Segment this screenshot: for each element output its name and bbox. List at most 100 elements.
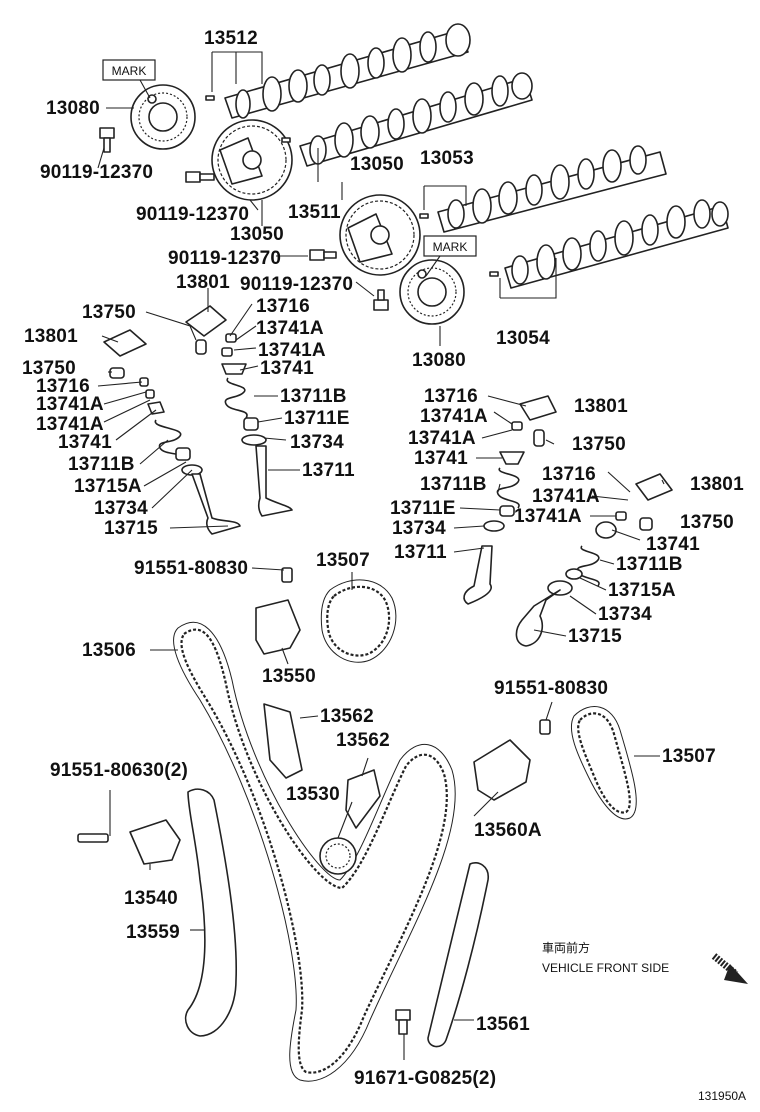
chain-guide-13561[interactable] [427, 862, 489, 1048]
part-label-90119-12370: 90119-12370 [136, 204, 249, 225]
pins [205, 95, 499, 277]
part-labels: 13512 13080 90119-12370 90119-12370 1305… [22, 28, 744, 1089]
mark-tag-bottom: MARK [423, 235, 477, 277]
part-label-13561: 13561 [476, 1014, 530, 1035]
front-direction-arrow-icon [711, 953, 748, 984]
part-label-13750: 13750 [680, 512, 734, 533]
part-label-13540: 13540 [124, 888, 178, 909]
part-label-13511: 13511 [288, 202, 341, 223]
part-label-13741A: 13741A [532, 486, 600, 507]
part-label-13741A: 13741A [408, 428, 476, 449]
part-label-13050: 13050 [350, 154, 404, 175]
part-label-13716: 13716 [424, 386, 478, 407]
diagram-id: 131950A [698, 1089, 746, 1103]
part-label-13711E: 13711E [390, 498, 456, 519]
part-label-13750: 13750 [572, 434, 626, 455]
chain-damper-13562-b[interactable] [345, 769, 381, 829]
part-label-13562: 13562 [336, 730, 390, 751]
part-label-13750: 13750 [82, 302, 136, 323]
part-label-13750: 13750 [22, 358, 76, 379]
chain-damper-13562-a[interactable] [263, 703, 303, 779]
timing-chain-13507-top[interactable] [320, 579, 397, 663]
part-label-13741A: 13741A [420, 406, 488, 427]
part-label-13801: 13801 [176, 272, 230, 293]
front-note-en: VEHICLE FRONT SIDE [542, 961, 669, 975]
part-label-13711B: 13711B [420, 474, 487, 495]
part-label-91551-80830: 91551-80830 [494, 678, 608, 699]
part-label-13715A: 13715A [74, 476, 142, 497]
bolt-91671 [395, 1009, 411, 1035]
part-label-13715A: 13715A [608, 580, 676, 601]
part-label-13734: 13734 [94, 498, 148, 519]
part-label-13734: 13734 [290, 432, 344, 453]
part-label-13741A: 13741A [36, 414, 104, 435]
part-label-13507: 13507 [662, 746, 716, 767]
timing-chain-13506[interactable] [173, 621, 456, 1082]
part-label-13741A: 13741A [258, 340, 326, 361]
part-label-13559: 13559 [126, 922, 180, 943]
part-label-13054: 13054 [496, 328, 550, 349]
part-label-13801: 13801 [690, 474, 744, 495]
part-label-13711: 13711 [302, 460, 355, 481]
part-label-91551-80630: 91551-80630(2) [50, 760, 188, 781]
part-label-13741: 13741 [414, 448, 468, 469]
part-label-13715: 13715 [568, 626, 622, 647]
bolts-90119 [99, 127, 389, 311]
timing-chain-13507-right[interactable] [570, 706, 637, 820]
part-label-13716: 13716 [542, 464, 596, 485]
camshaft-group [224, 23, 729, 289]
part-label-13741: 13741 [58, 432, 112, 453]
leader-lines [97, 51, 665, 1060]
part-label-13741: 13741 [646, 534, 700, 555]
part-label-13734: 13734 [598, 604, 652, 625]
chain-guide-13559[interactable] [184, 788, 238, 1037]
vvt-gear-13080-bottom[interactable] [399, 259, 465, 325]
valve-train-right [463, 395, 673, 647]
part-label-13711: 13711 [394, 542, 447, 563]
part-label-13050: 13050 [230, 224, 284, 245]
part-label-90119-12370: 90119-12370 [240, 274, 353, 295]
part-label-13716: 13716 [36, 376, 90, 397]
part-label-13562: 13562 [320, 706, 374, 727]
part-label-13801: 13801 [24, 326, 78, 347]
part-label-13741A: 13741A [256, 318, 324, 339]
camshaft-13054[interactable] [504, 199, 729, 289]
vehicle-front-note: 車両前方 VEHICLE FRONT SIDE [542, 940, 748, 984]
part-label-13711B: 13711B [280, 386, 347, 407]
part-label-13711E: 13711E [284, 408, 350, 429]
part-label-13507: 13507 [316, 550, 370, 571]
part-label-13512: 13512 [204, 28, 258, 49]
part-label-13560A: 13560A [474, 820, 542, 841]
part-label-13741: 13741 [260, 358, 314, 379]
part-label-13741A: 13741A [36, 394, 104, 415]
part-label-13506: 13506 [82, 640, 136, 661]
part-label-13530: 13530 [286, 784, 340, 805]
part-label-13550: 13550 [262, 666, 316, 687]
tensioner-13560A[interactable] [473, 719, 551, 801]
part-label-13801: 13801 [574, 396, 628, 417]
tensioner-13550[interactable] [255, 567, 301, 655]
front-note-jp: 車両前方 [542, 940, 590, 955]
part-label-91551-80830: 91551-80830 [134, 558, 248, 579]
mark-tag-top: MARK [102, 59, 156, 99]
part-label-91671-G0825: 91671-G0825(2) [354, 1068, 496, 1089]
svg-text:MARK: MARK [112, 64, 147, 78]
crank-sprocket-13530[interactable] [319, 837, 357, 875]
camshaft-13511[interactable] [299, 72, 533, 167]
sprocket-13050-right[interactable] [339, 194, 421, 276]
camshaft-13512[interactable] [224, 23, 471, 119]
camshaft-13053[interactable] [437, 145, 667, 233]
part-label-13053: 13053 [420, 148, 474, 169]
tensioner-13540[interactable] [77, 819, 181, 865]
part-label-90119-12370: 90119-12370 [40, 162, 153, 183]
valve-train-left [103, 305, 293, 535]
part-label-13734: 13734 [392, 518, 446, 539]
part-label-13716: 13716 [256, 296, 310, 317]
sprocket-13050-left[interactable] [211, 119, 293, 201]
part-label-13080: 13080 [46, 98, 100, 119]
part-label-13741A: 13741A [514, 506, 582, 527]
part-label-90119-12370: 90119-12370 [168, 248, 281, 269]
part-label-13080: 13080 [412, 350, 466, 371]
vvt-gear-13080-top[interactable] [130, 84, 196, 150]
